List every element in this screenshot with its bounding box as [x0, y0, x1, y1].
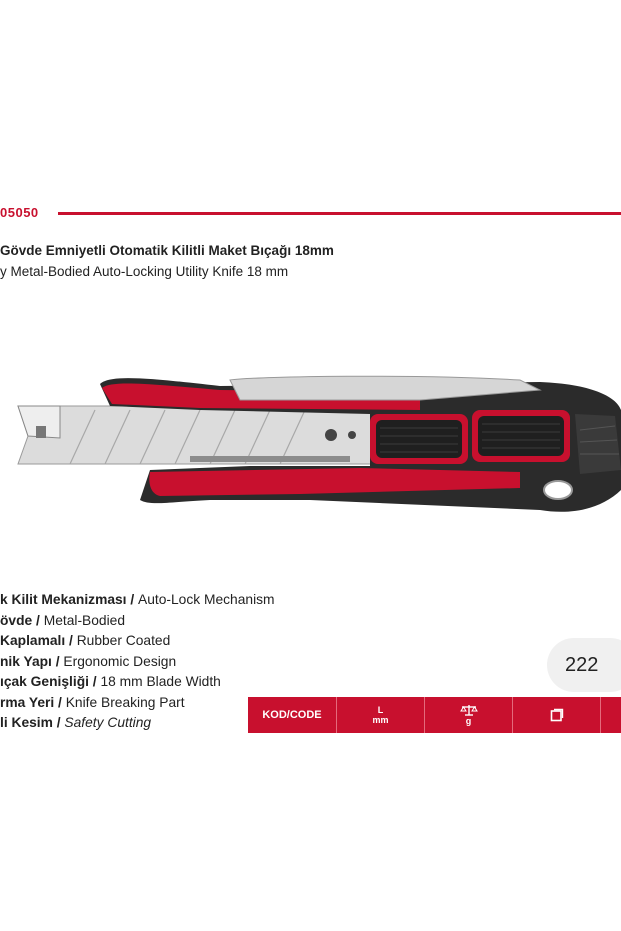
- header-weight: g: [425, 697, 513, 733]
- grip-pad-left: [370, 414, 468, 464]
- product-title-en: y Metal-Bodied Auto-Locking Utility Knif…: [0, 264, 289, 279]
- scale-icon: [459, 705, 478, 716]
- header-length: L mm: [337, 697, 425, 733]
- header-code: KOD/CODE: [248, 697, 337, 733]
- feature-item: li Kesim / Safety Cutting: [0, 715, 152, 730]
- box-icon: [550, 708, 563, 722]
- feature-item: ıçak Genişliği / 18 mm Blade Width: [0, 674, 221, 689]
- feature-item: k Kilit Mekanizması / Auto-Lock Mechanis…: [0, 592, 275, 607]
- feature-item: rma Yeri / Knife Breaking Part: [0, 694, 185, 710]
- spec-table-header: KOD/CODE L mm g: [248, 697, 621, 733]
- feature-item: nik Yapı / Ergonomic Design: [0, 653, 177, 669]
- feature-item: övde / Metal-Bodied: [0, 612, 125, 628]
- blade: [17, 405, 411, 465]
- product-code: 05050: [0, 205, 39, 220]
- page-number-badge: 222: [547, 638, 621, 692]
- header-package: [513, 697, 601, 733]
- feature-item: Kaplamalı / Rubber Coated: [0, 633, 171, 648]
- red-divider: [58, 212, 621, 215]
- grip-pad-right: [472, 410, 570, 462]
- header-extra: [601, 697, 621, 733]
- feature-list: k Kilit Mekanizması / Auto-Lock Mechanis…: [0, 590, 275, 734]
- utility-knife-image: [17, 375, 621, 512]
- product-title-tr: Gövde Emniyetli Otomatik Kilitli Maket B…: [0, 243, 334, 258]
